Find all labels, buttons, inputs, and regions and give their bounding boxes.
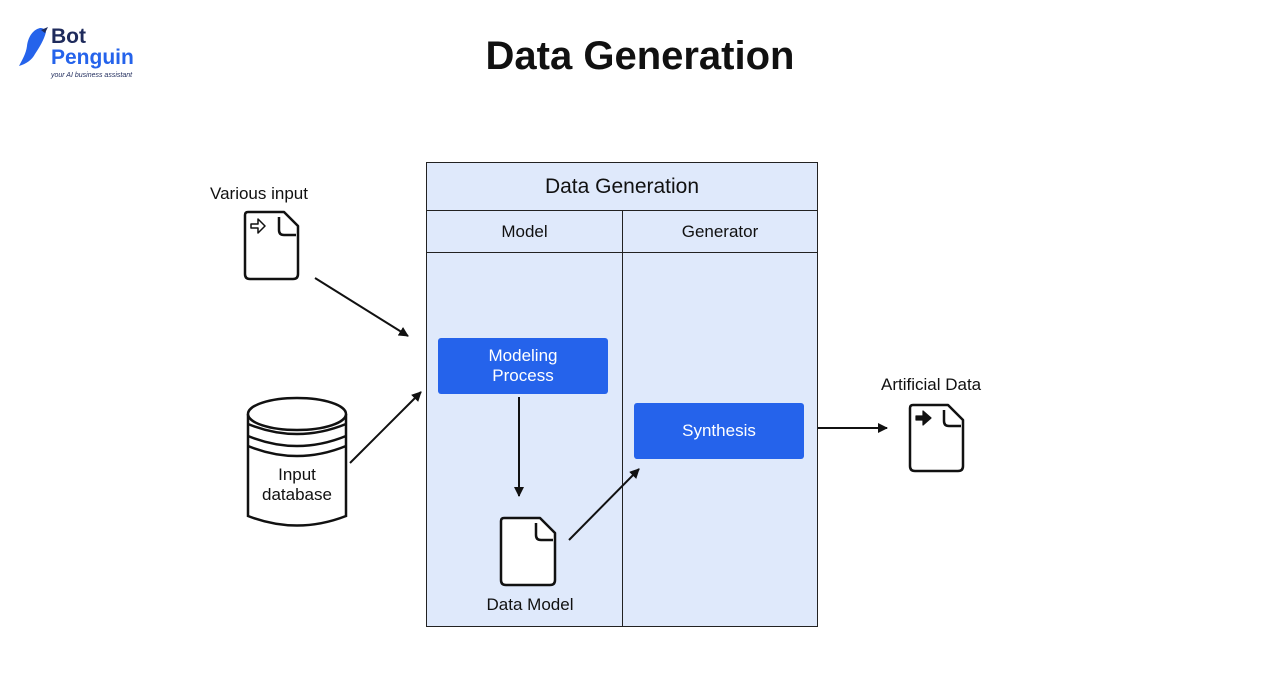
logo-tagline: your AI business assistant: [51, 72, 133, 79]
logo-word-penguin: Penguin: [51, 46, 134, 69]
modeling-process-node: Modeling Process: [438, 338, 608, 394]
database-label-line1: Input: [278, 465, 316, 484]
generation-box-title: Data Generation: [427, 163, 817, 211]
database-label-line2: database: [262, 485, 332, 504]
modeling-process-line2: Process: [492, 366, 554, 385]
page-title: Data Generation: [485, 34, 795, 78]
data-model-label: Data Model: [486, 595, 574, 614]
arrow-database-to-model: [349, 391, 422, 464]
artificial-data-label: Artificial Data: [881, 375, 982, 394]
database-label: Input database: [248, 465, 346, 505]
document-import-icon: [243, 210, 300, 281]
arrow-input-to-model: [314, 277, 409, 337]
modeling-process-line1: Modeling: [488, 346, 558, 365]
column-header-generator: Generator: [623, 211, 817, 253]
synthesis-node: Synthesis: [634, 403, 804, 459]
column-divider: [622, 253, 623, 626]
column-header-model: Model: [427, 211, 623, 253]
logo-word-bot: Bot: [51, 25, 86, 48]
botpenguin-logo: Bot Penguin your AI business assistant: [18, 24, 148, 84]
various-input-label: Various input: [210, 184, 308, 203]
database-icon: [246, 396, 348, 527]
penguin-logo-icon: [19, 27, 48, 66]
document-export-icon: [908, 403, 965, 473]
data-generation-box: Data Generation Model Generator: [426, 162, 818, 627]
